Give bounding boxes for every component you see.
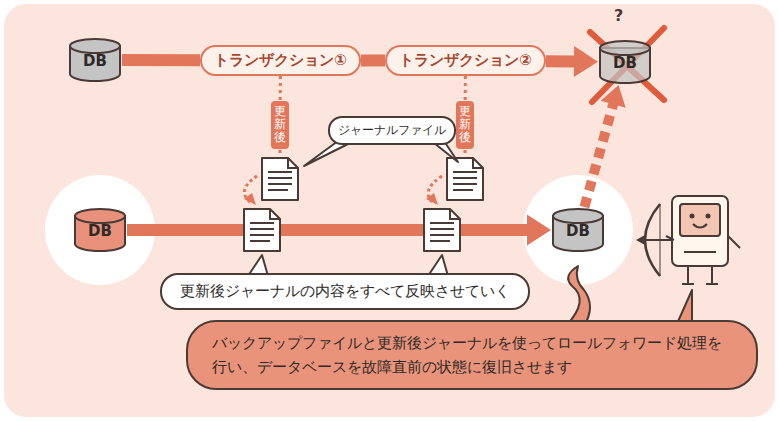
arrow-head [574,46,598,77]
flow-arrow [361,60,385,61]
node-text: DB [551,207,605,240]
connector-line [127,224,528,236]
after-image-tag: 更新後 [271,101,289,149]
flow-arrow [546,46,598,77]
dotted-stub [280,150,465,156]
arrow-head [527,214,551,245]
connector-line [279,76,282,101]
database-cylinder: DB [551,207,605,253]
database-cylinder: DB [598,39,652,85]
node-text: DB [68,37,122,70]
journal-file-icon [424,209,460,251]
database-cylinder: DB [73,207,127,253]
transaction-pill: トランザクション② [385,45,546,76]
ground-panel [4,4,775,417]
callout-bubble: ジャーナルファイル [328,116,456,145]
journal-file-icon [447,158,483,200]
transaction-pill: トランザクション① [200,45,361,76]
connector-line [546,55,575,67]
connector-line [584,103,613,207]
node-text: 更新後ジャーナルの内容をすべて反映させていく [180,282,510,301]
connector-line [464,76,467,101]
arrow-head [244,193,256,205]
journal-file-icon [262,158,298,200]
connector-line [122,54,200,66]
speech-bubble: バックアップファイルと更新後ジャーナルを使ってロールフォワード処理を行い、データ… [186,320,758,390]
node-text: 更新後 [274,105,286,145]
database-cylinder: DB [68,37,122,83]
node-text: トランザクション② [399,51,532,70]
dotted-connector [280,76,281,101]
node-text: DB [598,39,652,72]
node-text: 更新後 [459,105,471,145]
question-mark: ? [614,6,623,25]
after-image-tag: 更新後 [456,101,474,149]
flow-arrow [127,214,551,245]
flow-arrow [122,60,200,61]
dotted-connector [465,76,466,101]
journal-file-icon [244,209,280,251]
connector-line [361,55,385,67]
bubble-tail [566,266,590,326]
node-text: バックアップファイルと更新後ジャーナルを使ってロールフォワード処理を行い、データ… [212,331,732,379]
node-text: ジャーナルファイル [338,122,446,139]
failure-cross [590,28,664,102]
computer-character [636,196,740,284]
node-text: DB [73,207,127,240]
speech-bubble: 更新後ジャーナルの内容をすべて反映させていく [160,273,530,310]
arrow-head [426,193,438,205]
node-text: トランザクション① [214,51,347,70]
